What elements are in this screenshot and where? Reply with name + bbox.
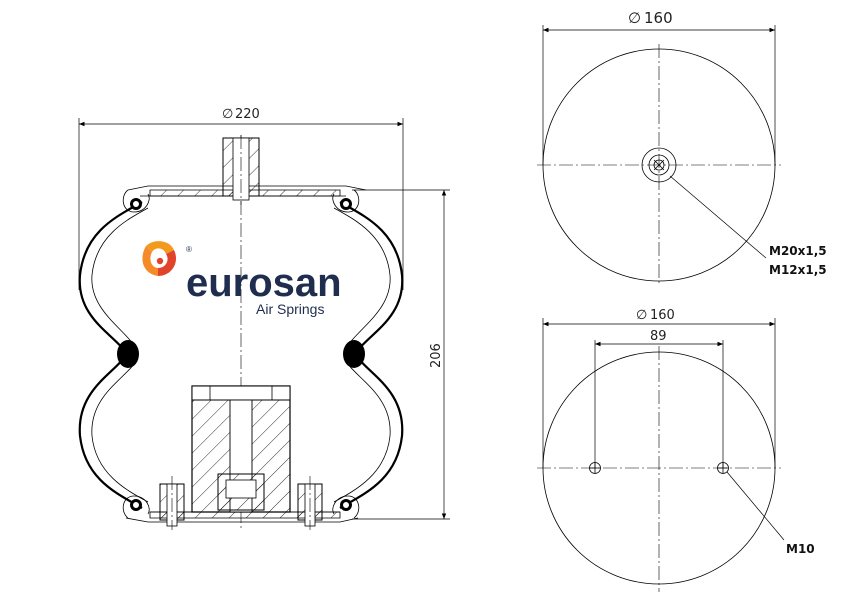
top-diameter-label: 160 [644,9,673,27]
bolt-spacing-label: 89 [650,329,667,344]
bolt-hole-left [589,462,601,474]
logo-tagline: Air Springs [256,301,324,317]
thread-leader-line [669,175,767,259]
side-diameter-dimension: ∅ 220 [78,107,404,290]
bottom-view: ∅ 160 89 M10 [537,308,815,592]
top-stud [222,135,260,205]
bolt-callout: M10 [786,542,815,556]
diameter-symbol: ∅ [222,107,233,122]
bottom-diameter-dimension: ∅ 160 [542,308,776,468]
diameter-symbol-top: ∅ [628,9,641,27]
diameter-symbol-bottom: ∅ [636,308,647,323]
thread-callout-1: M20x1,5 [769,244,827,258]
center-thread-hole [641,147,677,183]
top-view: ∅ 160 M20x1,5 M12x1,5 [537,9,827,286]
bumper-block [191,385,291,513]
bottom-studs [159,476,323,530]
side-height-dimension: 206 [352,189,450,520]
top-diameter-dimension: ∅ 160 [542,9,776,165]
thread-callout-2: M12x1,5 [769,263,827,277]
bolt-leader-line [726,471,785,541]
bottom-diameter-label: 160 [650,308,675,323]
eurosan-logo: ® eurosan Air Springs [142,241,342,317]
logo-brand: eurosan [186,261,342,305]
side-view: ∅ 220 206 [78,107,450,530]
bolt-spacing-dimension: 89 [594,329,724,468]
girdle-ring-right [343,340,365,368]
girdle-ring-left [117,340,139,368]
registered-mark: ® [186,245,192,254]
side-height-label: 206 [429,343,444,368]
side-diameter-label: 220 [235,107,260,122]
bellows [78,189,404,519]
bolt-hole-right [717,462,729,474]
logo-mark-icon [142,241,177,276]
